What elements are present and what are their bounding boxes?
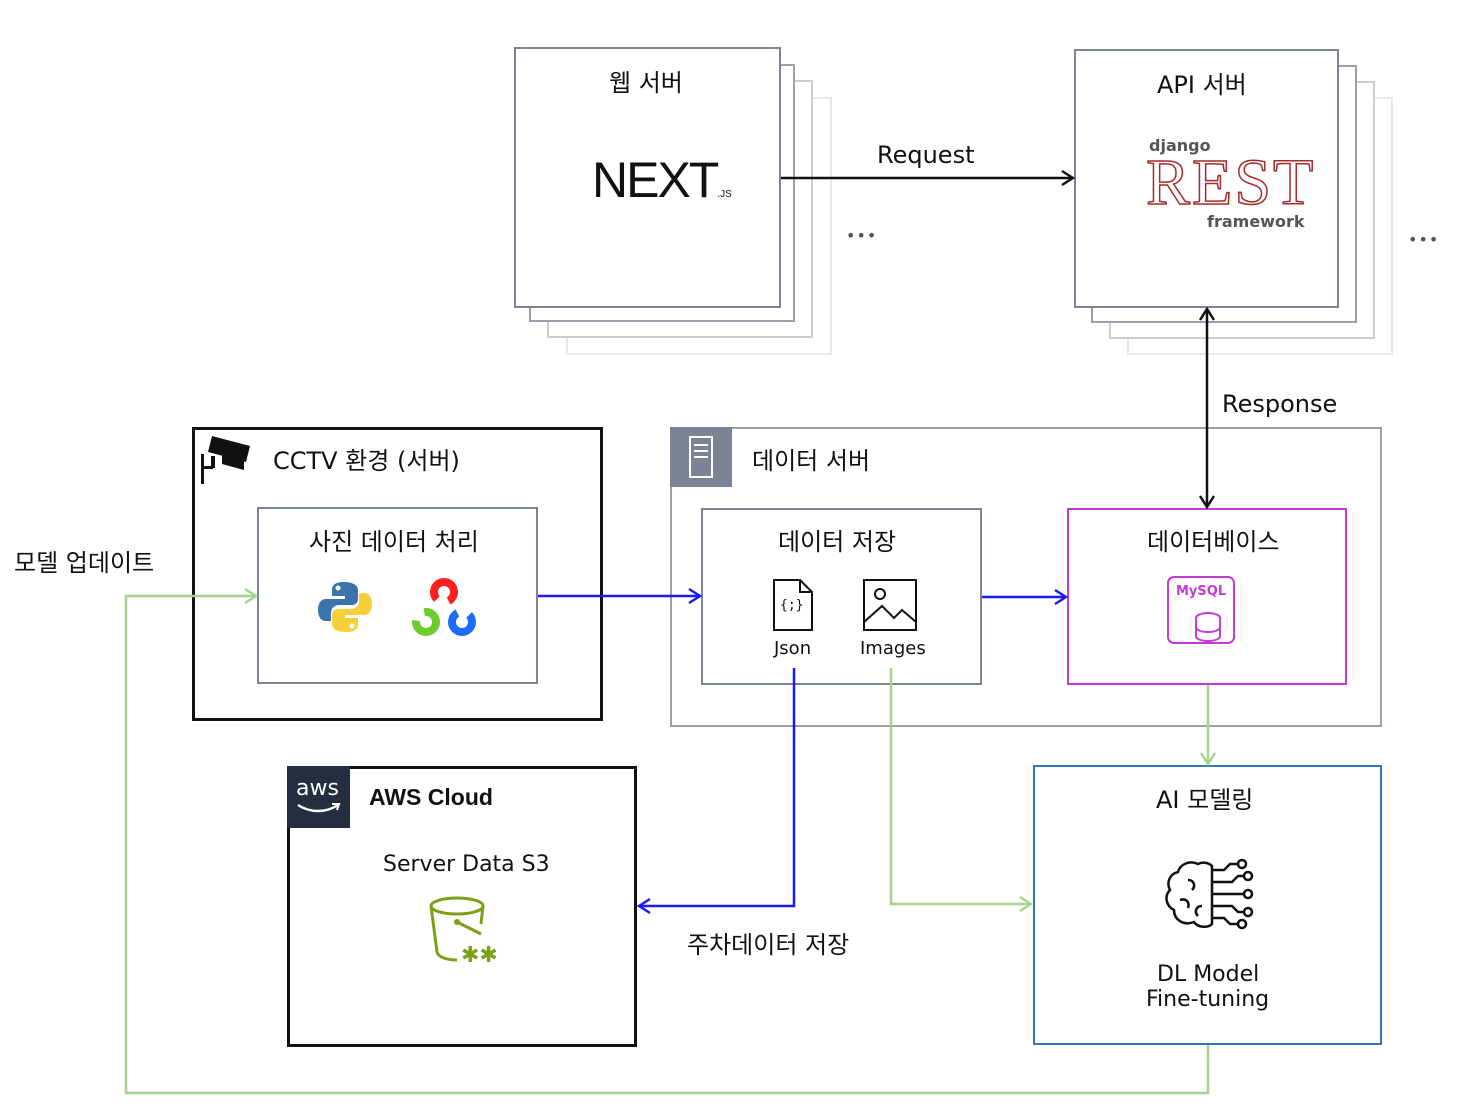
django-rest-logo-main: REST	[1145, 146, 1316, 219]
s3-service-label: Server Data S3	[383, 852, 550, 877]
json-file-icon	[773, 579, 813, 631]
images-label: Images	[860, 638, 926, 659]
images-to-ai-arrow	[889, 668, 1034, 913]
ai-modeling-title: AI 모델링	[1156, 786, 1254, 814]
ai-model-line2: Fine-tuning	[1146, 987, 1270, 1012]
ai-model-line1: DL Model	[1157, 962, 1260, 987]
s3-bucket-icon: ✱✱	[429, 896, 497, 966]
svg-text:✱✱: ✱✱	[461, 943, 497, 966]
cctv-title: CCTV 환경 (서버)	[273, 447, 460, 475]
database-to-ai-arrow	[1199, 685, 1217, 767]
mysql-db-icon	[1167, 576, 1235, 644]
django-rest-logo-bottom: framework	[1207, 212, 1305, 231]
aws-logo-text: aws	[296, 776, 339, 801]
photo-processing-box	[257, 507, 538, 684]
web-server-box	[514, 47, 781, 308]
json-label: Json	[774, 638, 812, 659]
data-server-title: 데이터 서버	[752, 447, 871, 475]
nextjs-logo: NEXT.JS	[592, 151, 732, 209]
aws-cloud-title: AWS Cloud	[369, 784, 493, 810]
api-server-box	[1074, 49, 1339, 308]
storage-to-database-arrow	[982, 588, 1069, 606]
nextjs-logo-text: NEXT	[592, 152, 719, 208]
cctv-container	[192, 427, 603, 721]
request-edge-label: Request	[877, 141, 975, 169]
model-update-loop-arrow	[124, 587, 1210, 1095]
web-server-more-ellipsis: •••	[846, 226, 878, 245]
json-to-s3-arrow	[636, 668, 796, 915]
images-icon	[863, 579, 917, 631]
json-file-glyph: {;}	[780, 598, 804, 613]
nextjs-logo-sub: .JS	[717, 189, 732, 200]
aws-cloud-container	[287, 766, 637, 1047]
model-update-edge-label: 모델 업데이트	[14, 549, 155, 577]
cctv-camera-icon	[201, 436, 250, 484]
photo-processing-title: 사진 데이터 처리	[309, 528, 479, 556]
response-arrow	[1198, 306, 1216, 510]
data-storage-title: 데이터 저장	[778, 528, 897, 556]
ai-brain-icon	[1165, 858, 1254, 930]
request-arrow	[781, 169, 1076, 187]
server-icon	[689, 436, 713, 478]
data-server-container	[670, 427, 1382, 727]
api-server-more-ellipsis: •••	[1408, 230, 1440, 249]
mysql-logo-text: MySQL	[1176, 584, 1227, 599]
data-server-icon-badge	[670, 427, 732, 487]
python-icon	[318, 582, 372, 632]
web-server-title: 웹 서버	[609, 69, 683, 97]
aws-badge	[287, 766, 350, 828]
photo-to-storage-arrow	[538, 587, 703, 605]
ai-modeling-box	[1033, 765, 1382, 1045]
django-rest-logo-top: django	[1149, 136, 1211, 155]
opencv-icon	[412, 578, 476, 636]
data-storage-box	[701, 508, 982, 685]
response-edge-label: Response	[1222, 390, 1338, 418]
parking-data-store-edge-label: 주차데이터 저장	[687, 931, 850, 959]
database-title: 데이터베이스	[1147, 528, 1280, 556]
aws-smile-icon	[297, 803, 341, 813]
api-server-title: API 서버	[1157, 71, 1247, 99]
